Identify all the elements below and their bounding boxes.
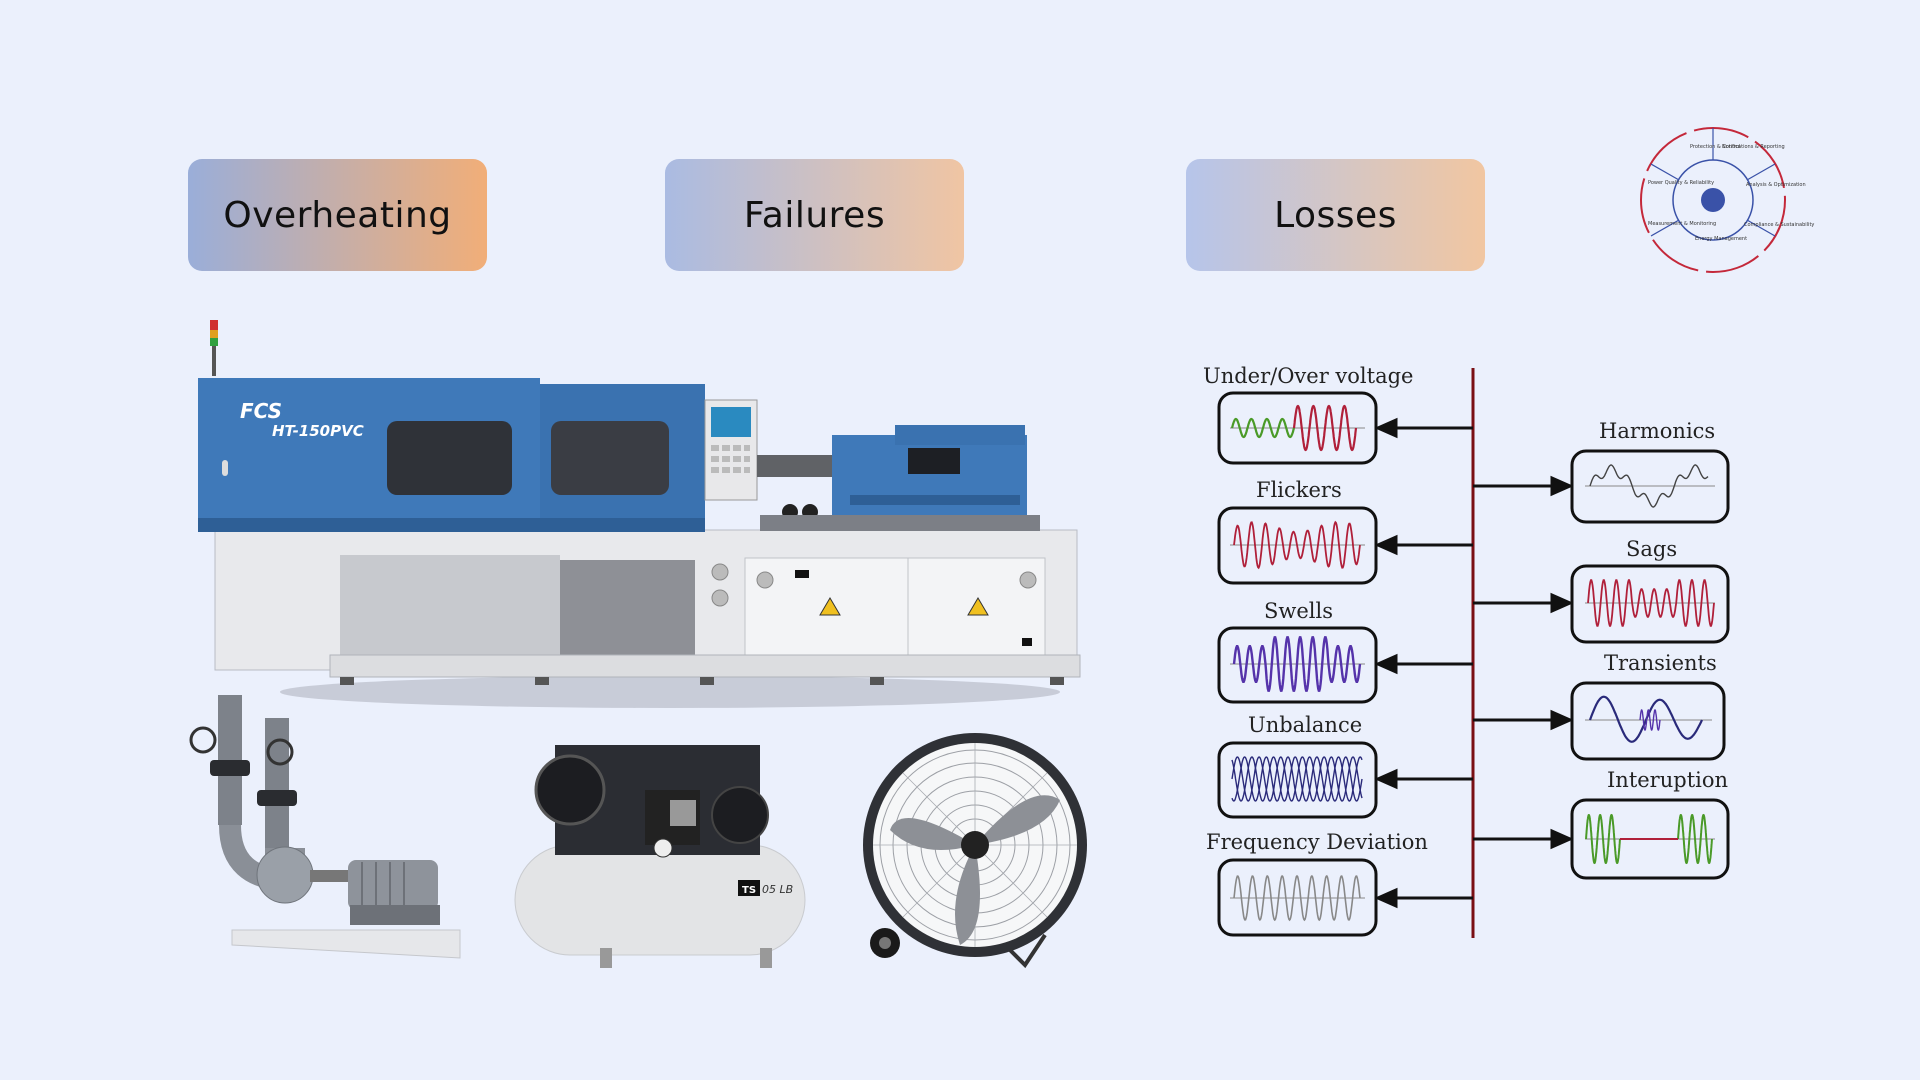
flickers-label: Flickers — [1256, 478, 1342, 502]
transients-wave — [1588, 695, 1703, 743]
failures-label: Failures — [743, 194, 886, 236]
sags-label: Sags — [1626, 537, 1677, 561]
overheating-label: Overheating — [223, 194, 452, 236]
interuption-box — [1570, 798, 1730, 880]
compressor-model: 05 LB — [762, 883, 793, 896]
compressor-badge: TS — [742, 885, 756, 896]
under-over-voltage-wave-high — [1292, 404, 1358, 452]
drum-fan-image — [863, 733, 1087, 969]
injection-molding-machine-image: FCS HT-150PVC — [198, 320, 1081, 708]
interuption-wave-after — [1677, 813, 1713, 865]
sags-wave — [1587, 579, 1715, 627]
frequency-deviation-label: Frequency Deviation — [1206, 830, 1428, 854]
unbalance-label: Unbalance — [1248, 713, 1362, 737]
machine-model: HT-150PVC — [272, 422, 364, 440]
under-over-voltage-wave-low — [1230, 417, 1296, 439]
logo-segment-4: Compliance & Sustainability — [1744, 222, 1814, 228]
logo-segment-1: Protection & Control — [1690, 144, 1740, 150]
unbalance-wave-b — [1231, 756, 1363, 802]
transients-spike — [1639, 709, 1661, 731]
losses-label: Losses — [1274, 194, 1397, 236]
swells-wave — [1232, 636, 1362, 692]
unbalance-wave-a — [1231, 756, 1363, 802]
transients-box — [1570, 681, 1726, 761]
logo-segment-6: Power Quality & Reliability — [1648, 180, 1714, 186]
overheating-tag: Overheating — [188, 159, 487, 271]
harmonics-box — [1570, 449, 1730, 524]
under-over-voltage-label: Under/Over voltage — [1203, 364, 1413, 388]
power-quality-diagram: Under/Over voltage Flickers Swells Unbal… — [1203, 364, 1730, 938]
swells-label: Swells — [1264, 599, 1333, 623]
sags-box — [1570, 564, 1730, 644]
frequency-deviation-box — [1217, 858, 1378, 937]
machine-brand: FCS — [240, 399, 282, 423]
swells-box — [1217, 626, 1378, 704]
harmonics-wave — [1589, 464, 1709, 508]
transients-label: Transients — [1604, 651, 1717, 675]
logo-segment-5: Measurement & Monitoring — [1648, 221, 1716, 227]
air-compressor-image: TS 05 LB — [514, 745, 806, 968]
logo-center-label: Energy Management — [1695, 236, 1747, 242]
unbalance-wave-c — [1231, 756, 1363, 802]
flickers-wave — [1233, 520, 1361, 570]
energy-management-logo: Protection & Control Notifications & Rep… — [1640, 127, 1814, 273]
frequency-deviation-wave — [1233, 874, 1361, 922]
unbalance-box — [1217, 741, 1378, 819]
interuption-label: Interuption — [1607, 768, 1728, 792]
under-over-voltage-box — [1217, 391, 1378, 465]
failures-tag: Failures — [665, 159, 964, 271]
pump-image — [189, 695, 461, 959]
flickers-box — [1217, 506, 1378, 585]
logo-segment-2: Notifications & Reporting — [1722, 144, 1785, 150]
losses-tag: Losses — [1186, 159, 1485, 271]
logo-segment-3: Analysis & Optimization — [1746, 182, 1806, 188]
harmonics-label: Harmonics — [1599, 419, 1715, 443]
interuption-wave-before — [1585, 813, 1621, 865]
